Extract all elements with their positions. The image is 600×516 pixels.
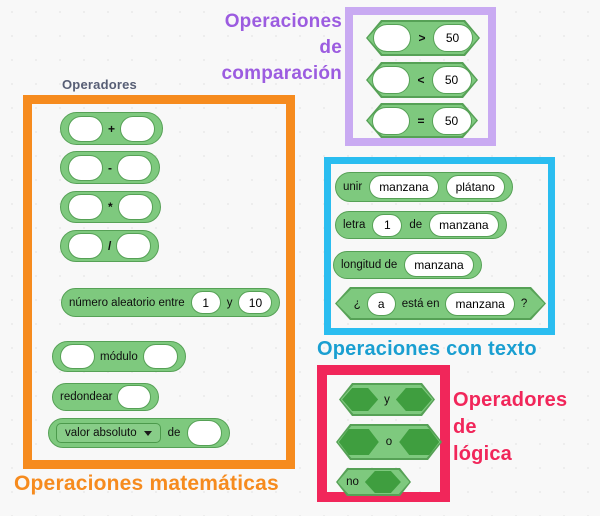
operand-slot[interactable]: [373, 24, 412, 52]
operator-symbol: =: [417, 113, 425, 128]
logic-label-line: Operadores: [453, 389, 568, 411]
logic-label-line: lógica: [453, 443, 512, 465]
number-input[interactable]: 1: [372, 213, 403, 237]
block-multiply[interactable]: *: [60, 191, 161, 223]
block-divide[interactable]: /: [60, 230, 160, 262]
operand-slot[interactable]: [142, 344, 178, 369]
block-label: redondear: [60, 391, 113, 403]
palette-category-header: Operadores: [62, 77, 137, 92]
block-label: letra: [343, 219, 366, 231]
block-label: de: [409, 219, 423, 231]
text-input[interactable]: manzana: [404, 253, 474, 277]
operand-slot[interactable]: [68, 233, 103, 259]
operator-symbol: /: [108, 239, 112, 253]
block-label: y: [384, 393, 390, 406]
operand-slot[interactable]: [68, 194, 103, 220]
block-random[interactable]: número aleatorio entre 1 y 10: [61, 288, 281, 317]
block-subtract[interactable]: -: [60, 151, 160, 184]
operand-slot[interactable]: [117, 154, 152, 181]
text-input[interactable]: manzana: [445, 291, 515, 316]
boolean-slot[interactable]: [365, 471, 401, 493]
block-and[interactable]: y: [339, 383, 435, 416]
block-label: ¿: [353, 297, 361, 310]
block-label: ?: [520, 297, 528, 310]
number-input[interactable]: 50: [432, 24, 473, 52]
comparison-label-line: Operaciones: [224, 11, 342, 32]
operand-slot[interactable]: [187, 420, 223, 446]
block-length-of[interactable]: longitud de manzana: [333, 251, 482, 279]
block-not[interactable]: no: [336, 468, 411, 496]
block-label: no: [346, 476, 359, 488]
block-round[interactable]: redondear: [52, 383, 160, 411]
text-group-label: Operaciones con texto: [317, 338, 537, 360]
operand-slot[interactable]: [68, 115, 103, 142]
operand-slot[interactable]: [120, 115, 156, 142]
boolean-slot[interactable]: [399, 429, 439, 455]
block-greater-than[interactable]: > 50: [366, 20, 480, 56]
chevron-down-icon: [143, 430, 152, 436]
block-label: módulo: [100, 350, 138, 363]
operand-slot[interactable]: [372, 66, 411, 94]
block-join[interactable]: unir manzana plátano: [335, 172, 513, 202]
operator-symbol: *: [108, 200, 113, 214]
operand-slot[interactable]: [116, 233, 152, 259]
dropdown-selected-value: valor absoluto: [65, 427, 137, 439]
block-label: o: [385, 436, 393, 448]
operator-symbol: +: [108, 121, 116, 136]
comparison-annotation-box: [345, 7, 496, 146]
number-input[interactable]: 10: [238, 291, 273, 314]
text-input[interactable]: plátano: [445, 175, 505, 199]
math-group-label: Operaciones matemáticas: [14, 472, 279, 495]
block-or[interactable]: o: [336, 424, 442, 460]
comparison-group-label: Operaciones de comparación: [175, 9, 342, 87]
number-input[interactable]: 50: [431, 106, 472, 135]
number-input[interactable]: 1: [190, 291, 221, 314]
block-label: longitud de: [341, 259, 398, 271]
block-modulo[interactable]: módulo: [52, 341, 186, 372]
operand-slot[interactable]: [60, 344, 95, 369]
text-input[interactable]: manzana: [429, 213, 499, 237]
logic-annotation-box: [317, 365, 450, 502]
function-dropdown[interactable]: valor absoluto: [56, 423, 161, 443]
block-equals[interactable]: = 50: [366, 103, 478, 138]
operand-slot[interactable]: [117, 385, 152, 409]
block-label: y: [226, 296, 233, 309]
block-label: está en: [401, 297, 440, 310]
text-annotation-box: [324, 157, 555, 335]
operand-slot[interactable]: [117, 194, 153, 220]
block-add[interactable]: +: [60, 112, 164, 145]
block-label: unir: [343, 181, 363, 193]
block-letter-of[interactable]: letra 1 de manzana: [335, 211, 507, 239]
logic-group-label: Operadores de lógica: [453, 387, 567, 468]
comparison-label-line: de: [319, 37, 342, 58]
text-input[interactable]: manzana: [369, 175, 439, 199]
logic-label-line: de: [453, 416, 477, 438]
comparison-label-line: comparación: [221, 63, 342, 84]
boolean-slot[interactable]: [342, 388, 378, 411]
block-contains[interactable]: ¿ a está en manzana ?: [335, 287, 546, 320]
operand-slot[interactable]: [68, 154, 103, 181]
operator-symbol: -: [108, 160, 112, 175]
block-label: de: [167, 427, 181, 439]
number-input[interactable]: 50: [431, 66, 472, 94]
text-input[interactable]: a: [366, 291, 396, 316]
block-less-than[interactable]: < 50: [366, 62, 478, 98]
operand-slot[interactable]: [372, 106, 411, 135]
math-annotation-box: [23, 95, 295, 469]
boolean-slot[interactable]: [396, 388, 432, 411]
block-label: número aleatorio entre: [69, 296, 185, 309]
operator-symbol: >: [418, 31, 426, 45]
boolean-slot[interactable]: [339, 429, 379, 455]
operator-symbol: <: [417, 73, 425, 87]
block-math-function[interactable]: valor absoluto de: [48, 418, 231, 448]
